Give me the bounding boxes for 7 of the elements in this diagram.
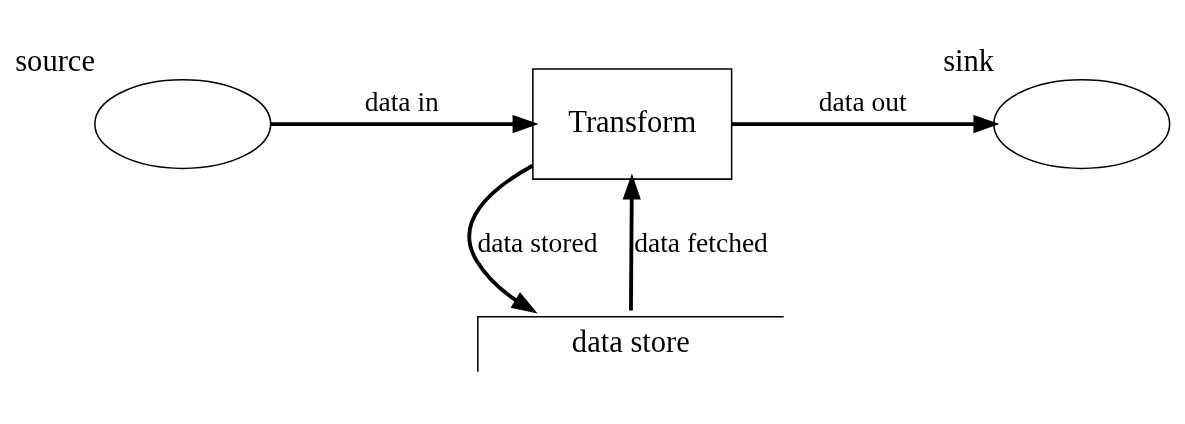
node-text: data store	[571, 324, 690, 359]
edge-label: data fetched	[634, 226, 768, 258]
edge-label: data out	[818, 85, 907, 117]
node-label: source	[15, 43, 95, 78]
node-label: sink	[943, 43, 995, 78]
edge-label: data stored	[477, 226, 598, 258]
edge-label: data in	[364, 85, 439, 117]
